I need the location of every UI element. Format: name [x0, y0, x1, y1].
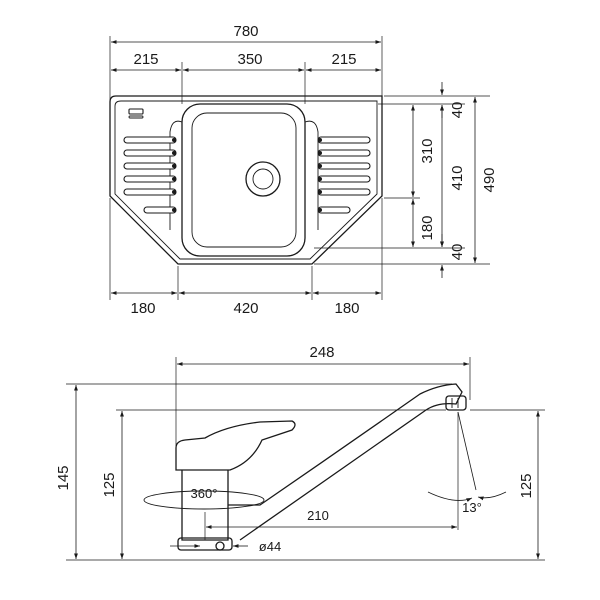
faucet-dimensions: 248 145 125 125 360° 210 ø44 13° — [55, 344, 545, 561]
left-groove-dot — [172, 190, 176, 194]
right-groove-dot — [318, 151, 322, 155]
left-groove-2 — [123, 149, 177, 157]
angle-arc-left — [427, 491, 473, 502]
left-groove-3 — [123, 162, 177, 170]
swivel-disc — [143, 490, 265, 510]
sink-bottom-dimensions: 180 420 180 — [109, 198, 383, 317]
label-total-height: 145 — [55, 465, 72, 490]
label-outlet-angle: 13° — [462, 500, 482, 515]
right-groove-dot — [318, 177, 322, 181]
label-base-diameter: ø44 — [259, 539, 281, 554]
right-groove-1 — [317, 136, 371, 144]
left-groove-6 — [143, 206, 177, 214]
sink-top-dimensions: 780 215 350 215 — [109, 23, 383, 104]
right-groove-6 — [317, 206, 351, 214]
label-bottom-right: 180 — [334, 300, 359, 317]
label-bottom-left: 180 — [130, 300, 155, 317]
label-total-depth: 490 — [481, 167, 498, 192]
overflow-mark — [128, 108, 144, 115]
label-swivel-angle: 360° — [191, 486, 218, 501]
label-center-section: 350 — [237, 51, 262, 68]
faucet-spout — [228, 383, 463, 541]
label-bottom-gap: 40 — [449, 244, 466, 261]
drain-inner — [252, 168, 274, 190]
right-groove-5 — [317, 188, 371, 196]
faucet-handle — [175, 420, 296, 471]
sink-bowl-outer — [181, 103, 306, 257]
left-groove-dot — [172, 138, 176, 142]
right-drainer-bevel — [304, 120, 319, 230]
left-groove-dot — [172, 164, 176, 168]
label-spout-height-right: 125 — [518, 473, 535, 498]
right-groove-dot — [318, 138, 322, 142]
label-inner-depth: 410 — [449, 165, 466, 190]
left-groove-4 — [123, 175, 177, 183]
left-groove-dot — [172, 151, 176, 155]
right-groove-3 — [317, 162, 371, 170]
right-groove-dot — [318, 208, 322, 212]
sink-inner-outline — [114, 100, 378, 260]
label-bowl-depth: 310 — [419, 138, 436, 163]
label-overall-width: 780 — [233, 23, 258, 40]
left-groove-dot — [172, 208, 176, 212]
sink-bowl-inner — [191, 112, 297, 248]
label-bottom-center: 420 — [233, 300, 258, 317]
right-groove-dot — [318, 164, 322, 168]
left-groove-dot — [172, 177, 176, 181]
sink-outer-outline — [109, 95, 383, 265]
label-top-gap: 40 — [449, 102, 466, 119]
overflow-mark-2 — [128, 115, 144, 119]
right-groove-2 — [317, 149, 371, 157]
right-groove-4 — [317, 175, 371, 183]
label-spout-reach: 248 — [309, 344, 334, 361]
label-left-section: 215 — [133, 51, 158, 68]
base-nut — [215, 541, 225, 551]
label-right-section: 215 — [331, 51, 356, 68]
label-chamfer: 180 — [419, 215, 436, 240]
angle-ray — [457, 411, 477, 491]
sink-top-view — [109, 95, 383, 265]
left-groove-1 — [123, 136, 177, 144]
label-base-to-outlet: 210 — [307, 508, 329, 523]
sink-right-dimensions: 310 180 40 410 40 490 — [314, 82, 498, 278]
aerator — [445, 395, 467, 411]
angle-arc-right — [477, 491, 507, 501]
faucet-side-view — [143, 383, 467, 551]
left-drainer-grooves — [123, 136, 177, 214]
right-groove-dot — [318, 190, 322, 194]
right-drainer-grooves — [317, 136, 371, 214]
drain-outer — [245, 161, 281, 197]
left-drainer-bevel — [169, 120, 183, 230]
left-groove-5 — [123, 188, 177, 196]
label-spout-height-left: 125 — [101, 472, 118, 497]
